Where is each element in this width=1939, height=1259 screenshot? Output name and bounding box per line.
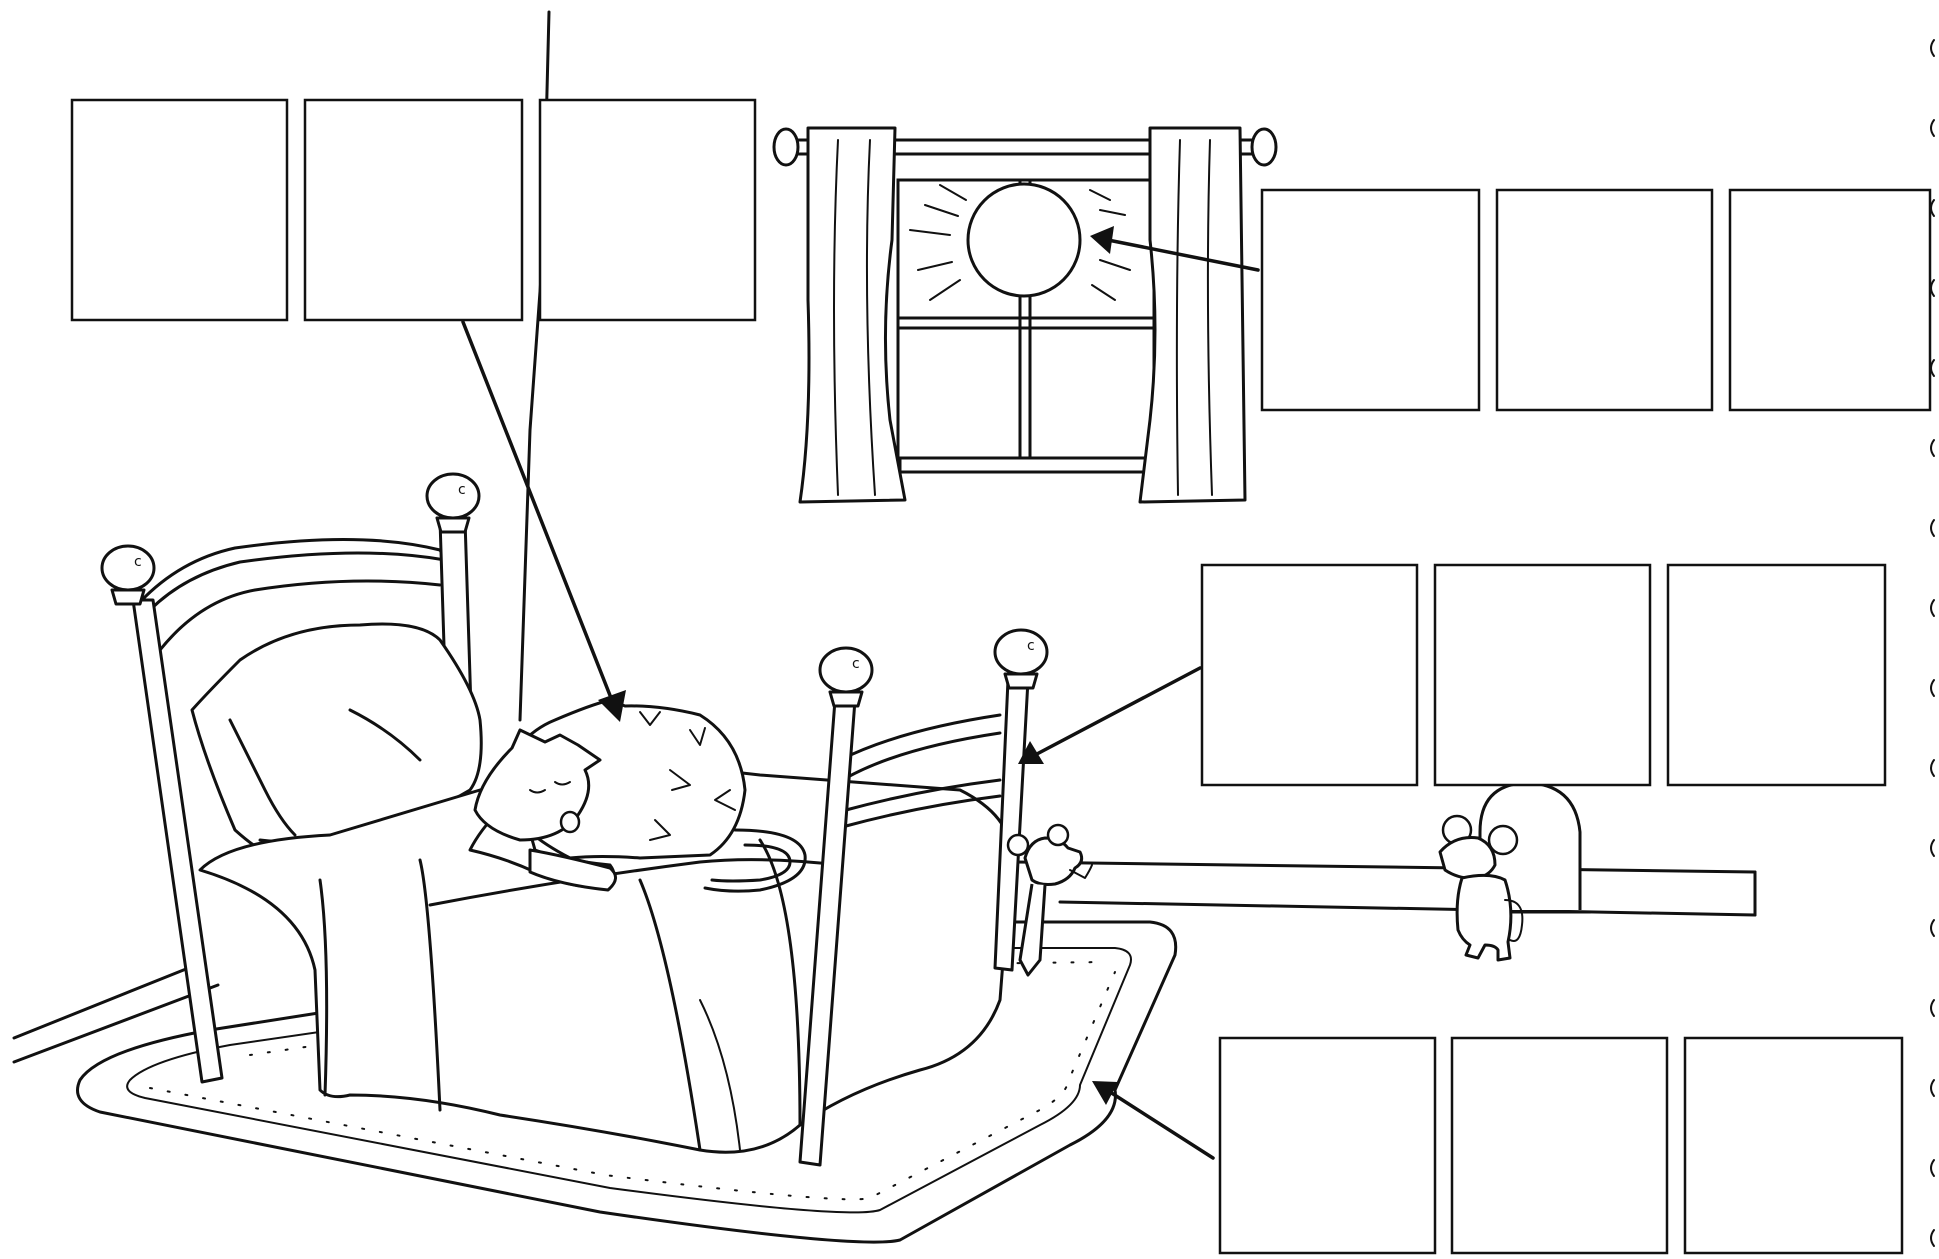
knob-letter: c (134, 554, 142, 570)
label-group-sun (1262, 190, 1930, 410)
letter-box[interactable] (1497, 190, 1712, 410)
letter-box[interactable] (1202, 565, 1417, 785)
letter-box[interactable] (1435, 565, 1650, 785)
arrow-to-cat (463, 322, 626, 722)
letter-box[interactable] (1685, 1038, 1902, 1253)
letter-box[interactable] (1668, 565, 1885, 785)
letter-box[interactable] (1730, 190, 1930, 410)
arrow-to-bed (1018, 668, 1200, 764)
letter-box[interactable] (72, 100, 287, 320)
knob-letter: c (852, 656, 860, 672)
knob-letter: c (458, 482, 466, 498)
binder-edge-marks (1931, 40, 1934, 1246)
label-group-rug (1220, 1038, 1902, 1253)
knob-letter: c (1027, 638, 1035, 654)
letter-box[interactable] (1452, 1038, 1667, 1253)
letter-box[interactable] (1220, 1038, 1435, 1253)
arrow-to-rug (1092, 1081, 1213, 1158)
letter-box[interactable] (1262, 190, 1479, 410)
window (774, 128, 1276, 502)
label-group-bed (1202, 565, 1885, 785)
letter-box[interactable] (540, 100, 755, 320)
letter-box[interactable] (305, 100, 522, 320)
label-group-cat (72, 100, 755, 320)
